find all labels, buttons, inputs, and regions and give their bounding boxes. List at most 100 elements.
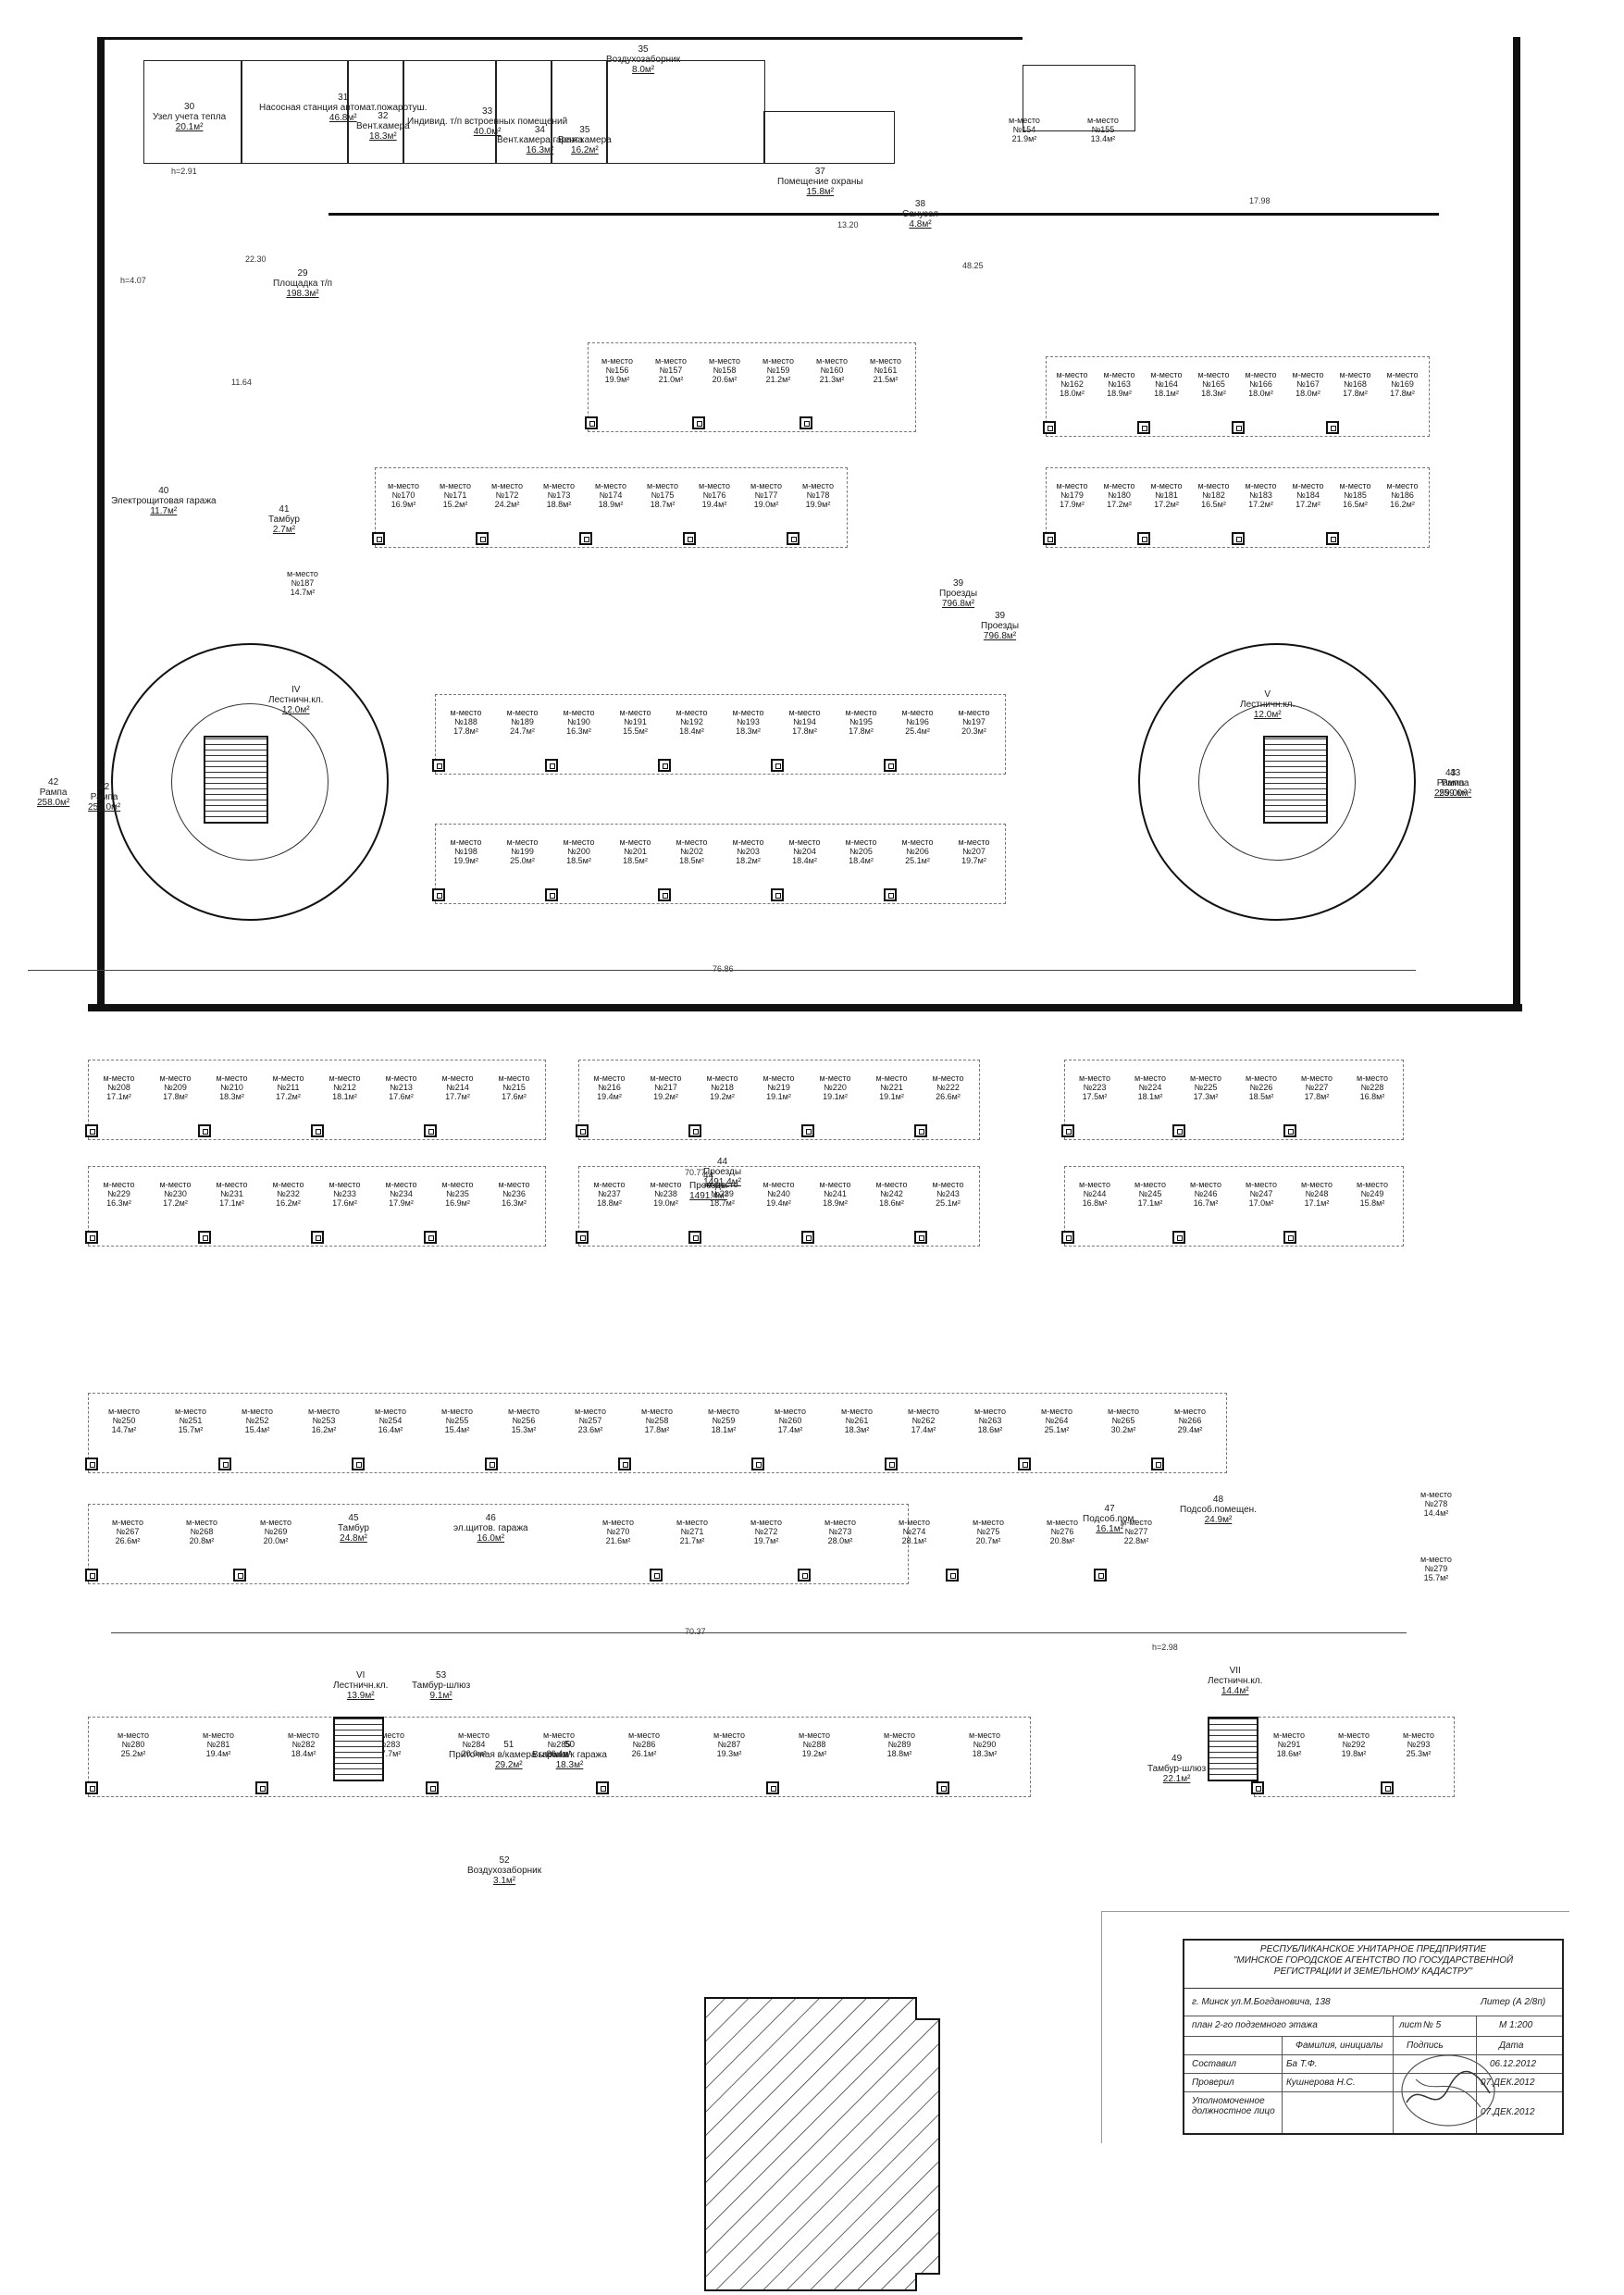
parking-space-label: м-место bbox=[708, 1407, 739, 1416]
parking-space-number: №185 bbox=[1344, 490, 1367, 500]
compile-date: 06.12.2012 bbox=[1490, 2059, 1537, 2069]
parking-space-area: 21.0м² bbox=[658, 375, 684, 384]
parking-space-label: м-место bbox=[1174, 1407, 1206, 1416]
parking-space-area: 28.0м² bbox=[827, 1536, 853, 1545]
parking-space-label: м-место bbox=[1134, 1180, 1166, 1189]
parking-row-frame bbox=[375, 467, 848, 548]
parking-space-area: 21.2м² bbox=[765, 375, 791, 384]
parking-space-area: 19.3м² bbox=[716, 1749, 742, 1758]
wall-east bbox=[1513, 37, 1520, 1004]
column bbox=[771, 759, 784, 772]
column bbox=[432, 759, 445, 772]
parking-space-area: 20.3м² bbox=[961, 726, 986, 736]
parking-space-label: м-место bbox=[1245, 370, 1277, 379]
parking-space-label: м-место bbox=[1246, 1073, 1277, 1083]
parking-space-area: 19.2м² bbox=[653, 1092, 678, 1101]
parking-space-label: м-место bbox=[203, 1731, 234, 1740]
parking-space-label: м-место bbox=[498, 1180, 530, 1189]
parking-space-area: 25.3м² bbox=[1406, 1749, 1432, 1758]
parking-space-number: №230 bbox=[164, 1189, 187, 1198]
parking-space-label: м-место bbox=[1079, 1180, 1110, 1189]
title-block-address-row: г. Минск ул.М.Богдановича, 138 Литер (А … bbox=[1184, 1989, 1562, 2016]
parking-space-area: 16.3м² bbox=[106, 1198, 131, 1208]
parking-space-label: м-место bbox=[655, 356, 687, 366]
parking-space-label: м-место bbox=[819, 1180, 851, 1189]
check-date: 07.ДЕК.2012 bbox=[1481, 2078, 1535, 2088]
parking-space-area: 25.1м² bbox=[1044, 1425, 1070, 1434]
parking-space-label: м-место bbox=[732, 837, 764, 847]
parking-space-number: №196 bbox=[906, 717, 929, 726]
parking-space-number: №236 bbox=[502, 1189, 526, 1198]
parking-space-area: 24.7м² bbox=[510, 726, 535, 736]
parking-space-label: м-место bbox=[969, 1731, 1000, 1740]
parking-space-area: 18.1м² bbox=[1137, 1092, 1163, 1101]
parking-space-number: №209 bbox=[164, 1083, 187, 1092]
parking-space-label: м-место bbox=[788, 708, 821, 717]
column bbox=[884, 759, 897, 772]
column bbox=[1172, 1124, 1185, 1137]
checker: Кушнерова Н.С. bbox=[1286, 2078, 1356, 2088]
parking-space-number: №210 bbox=[220, 1083, 243, 1092]
parking-space-number: №269 bbox=[264, 1527, 288, 1536]
checked-label: Проверил bbox=[1192, 2078, 1234, 2088]
parking-space-number: №289 bbox=[887, 1740, 911, 1749]
parking-space-label: м-место bbox=[802, 481, 834, 490]
parking-space-area: 15.3м² bbox=[511, 1425, 537, 1434]
parking-space-number: №280 bbox=[121, 1740, 145, 1749]
parking-space-label: м-место bbox=[506, 837, 539, 847]
parking-space-number: №259 bbox=[712, 1416, 736, 1425]
parking-space-number: №180 bbox=[1108, 490, 1131, 500]
parking-154-155-box bbox=[1023, 65, 1135, 131]
column bbox=[485, 1458, 498, 1470]
column bbox=[884, 888, 897, 901]
parking-space-number: №238 bbox=[654, 1189, 677, 1198]
parking-space-label: м-место bbox=[308, 1407, 340, 1416]
parking-space-area: 21.6м² bbox=[605, 1536, 631, 1545]
parking-space-number: №261 bbox=[845, 1416, 869, 1425]
column bbox=[579, 532, 592, 545]
parking-space-label: м-место bbox=[288, 1731, 319, 1740]
parking-space-number: №158 bbox=[713, 366, 737, 375]
column bbox=[798, 1569, 811, 1582]
room-37 bbox=[763, 111, 895, 164]
parking-space-label: м-место bbox=[216, 1180, 248, 1189]
parking-space-area: 17.1м² bbox=[106, 1092, 131, 1101]
col-date: Дата bbox=[1499, 2041, 1524, 2051]
parking-space-number: №208 bbox=[107, 1083, 130, 1092]
parking-space-area: 16.3м² bbox=[502, 1198, 527, 1208]
parking-space-label: м-место bbox=[1339, 481, 1371, 490]
parking-row-frame bbox=[435, 694, 1006, 775]
parking-space-area: 18.7м² bbox=[710, 1198, 735, 1208]
parking-space-area: 17.6м² bbox=[502, 1092, 527, 1101]
parking-space-number: №232 bbox=[277, 1189, 300, 1198]
parking-space-label: м-место bbox=[458, 1731, 490, 1740]
room-33 bbox=[403, 60, 497, 164]
column bbox=[1232, 532, 1245, 545]
parking-space-area: 15.2м² bbox=[442, 500, 468, 509]
parking-space-area: 16.9м² bbox=[391, 500, 416, 509]
dim-line-2 bbox=[111, 1632, 1407, 1633]
column bbox=[424, 1124, 437, 1137]
